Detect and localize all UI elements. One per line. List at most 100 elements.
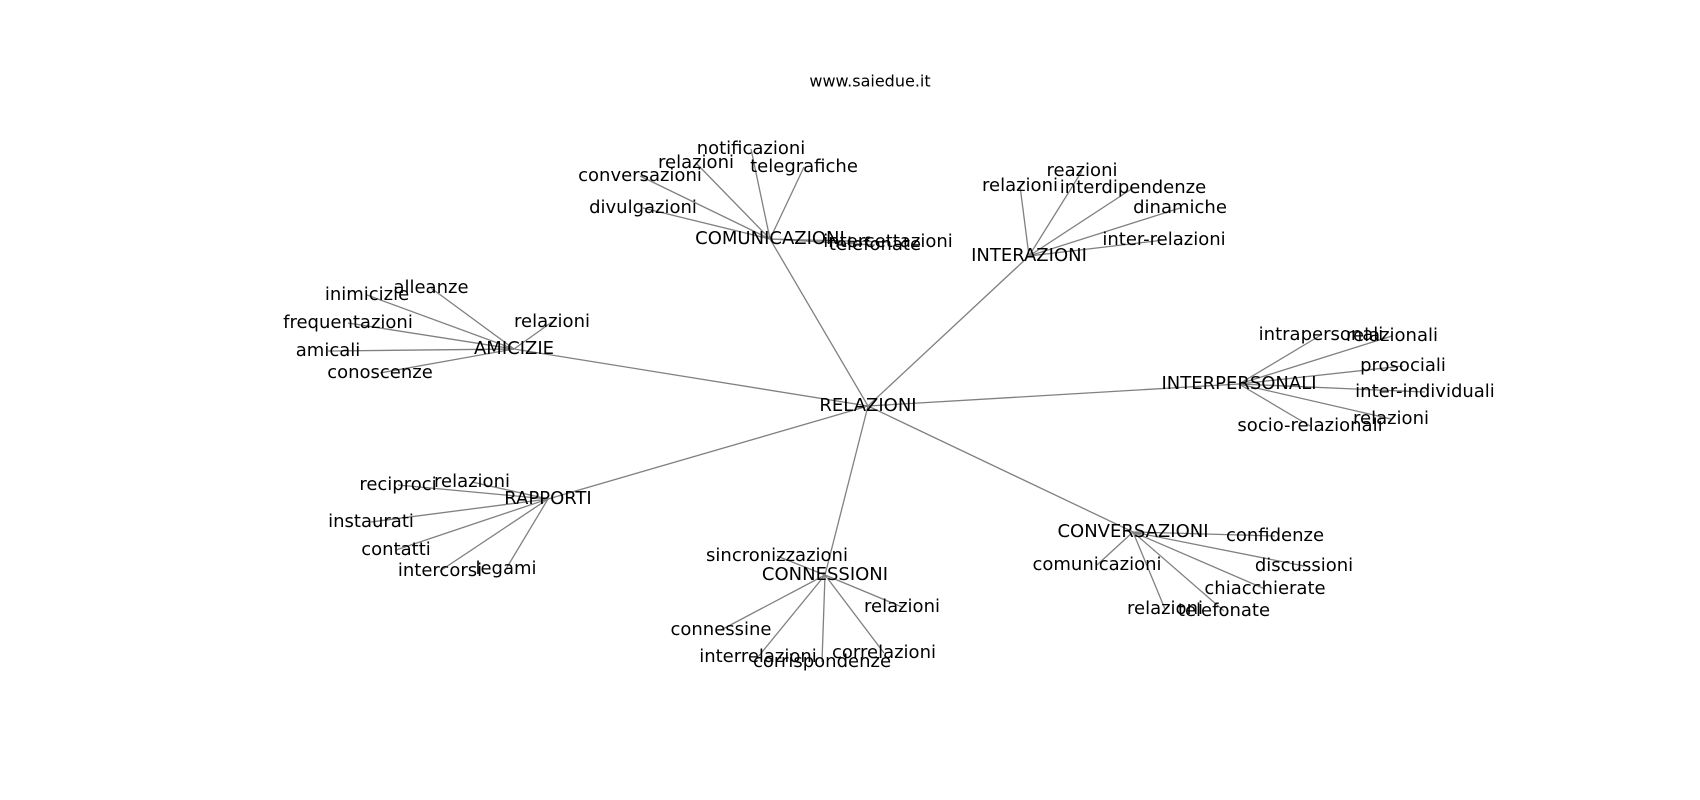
edge-root-conversazioni <box>867 405 1134 533</box>
edge-comunicazioni-telefonate <box>769 238 876 246</box>
leaf-node-label: corrispondenze <box>753 651 891 672</box>
edge-conversazioni-confidenze <box>1132 531 1276 537</box>
leaf-node-label: relazioni <box>982 175 1058 196</box>
edge-amicizie-conoscenze <box>379 348 515 374</box>
edge-conversazioni-discussioni <box>1132 531 1305 567</box>
edge-connessioni-relazioni <box>824 574 903 608</box>
leaf-node-label: telefonate <box>829 234 921 255</box>
leaf-node-label: notificazioni <box>697 138 806 159</box>
edge-amicizie-amicali <box>327 348 515 352</box>
leaf-node-label: reciproci <box>359 474 436 495</box>
leaf-node-label: inter-relazioni <box>1102 229 1225 250</box>
edge-interpersonali-prosociali <box>1238 365 1404 385</box>
edge-comunicazioni-divulgazioni <box>642 207 771 240</box>
group-node-label: COMUNICAZIONI <box>695 228 845 249</box>
edge-interazioni-interdipendenze <box>1028 187 1134 257</box>
leaf-node-label: connessine <box>670 619 771 640</box>
leaf-node-label: confidenze <box>1226 525 1324 546</box>
leaf-node-label: conversazioni <box>578 165 702 186</box>
leaf-node-label: relazioni <box>658 152 734 173</box>
leaf-node-label: inimicizie <box>325 284 409 305</box>
leaf-node-label: intercettazioni <box>823 231 953 252</box>
group-node-label: CONNESSIONI <box>762 564 888 585</box>
leaf-node-label: relazioni <box>864 596 940 617</box>
group-node-label: INTERPERSONALI <box>1161 373 1316 394</box>
leaf-node-label: telegrafiche <box>750 156 858 177</box>
edge-conversazioni-telefonate <box>1132 531 1225 612</box>
root-node-label: RELAZIONI <box>819 395 916 416</box>
edge-connessioni-correlazioni <box>824 574 885 654</box>
edge-interpersonali-intrapersonali <box>1238 334 1322 385</box>
edge-rapporti-contatti <box>395 498 549 551</box>
edge-comunicazioni-conversazioni <box>639 175 771 240</box>
leaf-node-label: relazionali <box>1346 325 1438 346</box>
edge-interpersonali-relazionali <box>1238 335 1393 385</box>
edge-connessioni-connessine <box>720 574 826 631</box>
leaf-node-label: correlazioni <box>832 642 936 663</box>
group-node-label: RAPPORTI <box>504 488 591 509</box>
group-node-label: INTERAZIONI <box>971 245 1087 266</box>
leaf-node-label: sincronizzazioni <box>706 545 848 566</box>
edges-layer <box>327 148 1426 663</box>
leaf-node-label: inter-individuali <box>1355 381 1495 402</box>
leaf-node-label: interdipendenze <box>1060 177 1206 198</box>
edge-connessioni-interrelazioni <box>757 574 826 658</box>
edge-amicizie-relazioni <box>513 321 553 350</box>
leaf-node-label: prosociali <box>1360 355 1446 376</box>
group-node-label: CONVERSAZIONI <box>1057 521 1208 542</box>
edge-amicizie-inimicizie <box>366 294 515 350</box>
leaf-node-label: interrelazioni <box>699 646 817 667</box>
leaf-node-label: dinamiche <box>1133 197 1227 218</box>
leaf-node-label: relazioni <box>1127 598 1203 619</box>
leaf-node-label: alleanze <box>393 277 468 298</box>
leaf-node-label: relazioni <box>434 471 510 492</box>
edge-connessioni-corrispondenze <box>821 574 826 663</box>
leaf-node-label: intrapersonali <box>1259 324 1384 345</box>
edge-rapporti-relazioni <box>471 481 549 500</box>
edge-conversazioni-relazioni <box>1132 531 1166 610</box>
leaf-node-label: divulgazioni <box>589 197 697 218</box>
site-watermark: www.saiedue.it <box>809 72 930 91</box>
edge-comunicazioni-telegrafiche <box>769 166 805 240</box>
edge-rapporti-reciproci <box>397 484 549 500</box>
edge-amicizie-frequentazioni <box>347 322 515 350</box>
edge-conversazioni-chiacchierate <box>1132 531 1266 590</box>
leaf-node-label: socio-relazionali <box>1237 415 1382 436</box>
edge-amicizie-alleanze <box>430 287 515 350</box>
edge-rapporti-instaurati <box>370 498 549 523</box>
edge-interazioni-relazioni <box>1019 185 1030 257</box>
edge-root-rapporti <box>547 405 869 500</box>
leaf-node-label: relazioni <box>514 311 590 332</box>
edge-root-connessioni <box>824 405 869 576</box>
edge-interpersonali-socio-relazionali <box>1238 383 1311 427</box>
edge-comunicazioni-notificazioni <box>750 148 771 240</box>
edge-interazioni-reazioni <box>1028 170 1083 257</box>
group-node-label: AMICIZIE <box>474 338 554 359</box>
leaf-node-label: chiacchierate <box>1204 578 1325 599</box>
leaf-node-label: telefonate <box>1178 600 1270 621</box>
leaf-node-label: reazioni <box>1047 160 1118 181</box>
edge-conversazioni-comunicazioni <box>1096 531 1134 566</box>
edge-rapporti-legami <box>505 498 549 570</box>
leaf-node-label: discussioni <box>1255 555 1353 576</box>
edge-interazioni-dinamiche <box>1028 207 1181 257</box>
leaf-node-label: amicali <box>296 340 361 361</box>
edge-root-amicizie <box>513 348 869 407</box>
edge-root-interpersonali <box>867 383 1240 407</box>
leaf-node-label: contatti <box>361 539 431 560</box>
leaf-node-label: intercorsi <box>398 560 482 581</box>
leaf-node-label: instaurati <box>328 511 414 532</box>
edge-root-comunicazioni <box>769 238 869 407</box>
leaf-node-label: relazioni <box>1353 408 1429 429</box>
edge-comunicazioni-relazioni <box>695 162 771 240</box>
edge-rapporti-intercorsi <box>439 498 549 572</box>
leaf-node-label: conoscenze <box>327 362 433 383</box>
leaf-node-label: comunicazioni <box>1032 554 1161 575</box>
leaf-node-label: legami <box>475 558 536 579</box>
edge-interpersonali-inter-individuali <box>1238 383 1426 393</box>
edge-root-interazioni <box>867 255 1030 407</box>
leaf-node-label: frequentazioni <box>283 312 413 333</box>
edge-interpersonali-relazioni <box>1238 383 1392 420</box>
